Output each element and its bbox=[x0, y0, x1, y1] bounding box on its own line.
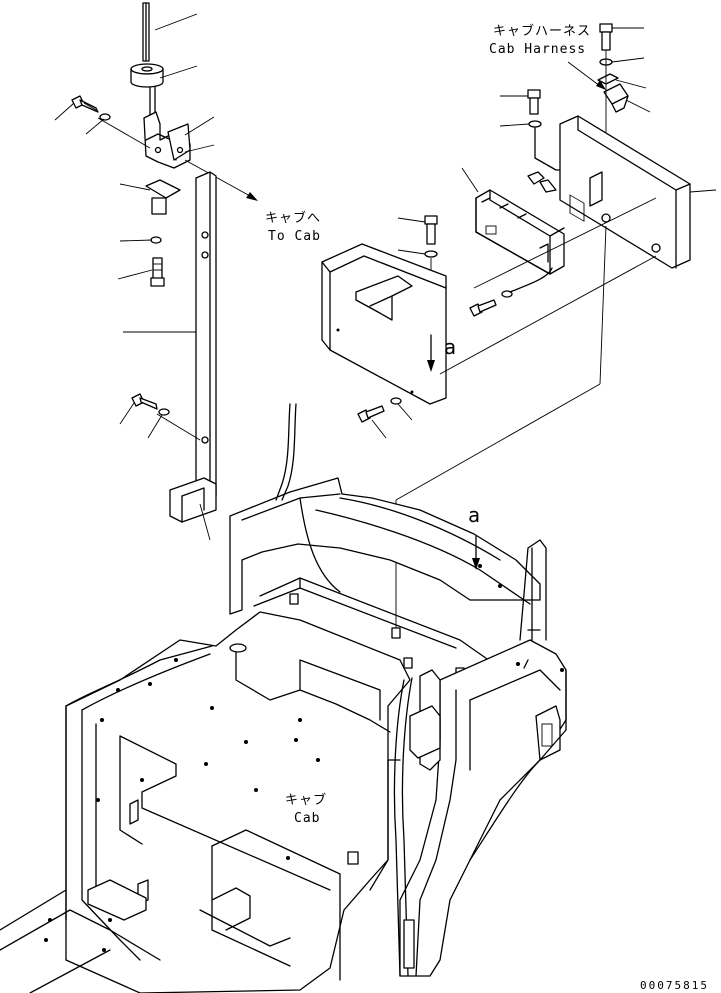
rod-mount-assembly bbox=[54, 2, 258, 287]
to-cab-label-jp: キャブへ bbox=[265, 210, 321, 226]
cab-body: a bbox=[0, 403, 567, 993]
reference-label-a-lower: a bbox=[468, 503, 480, 527]
cab-label-jp: キャブ bbox=[285, 792, 327, 808]
vertical-bracket bbox=[119, 171, 217, 541]
reference-label-a-upper: a bbox=[444, 335, 456, 359]
cab-harness-label-en: Cab Harness bbox=[489, 42, 586, 57]
cab-label-en: Cab bbox=[294, 811, 320, 826]
cab-harness-label-jp: キャブハーネス bbox=[493, 23, 591, 39]
drawing-number: 00075815 bbox=[640, 979, 709, 992]
harness-bracket-assembly: キャブハーネス Cab Harness bbox=[395, 23, 717, 634]
to-cab-label-en: To Cab bbox=[268, 229, 321, 244]
controller-cover-assembly: a bbox=[321, 167, 565, 439]
